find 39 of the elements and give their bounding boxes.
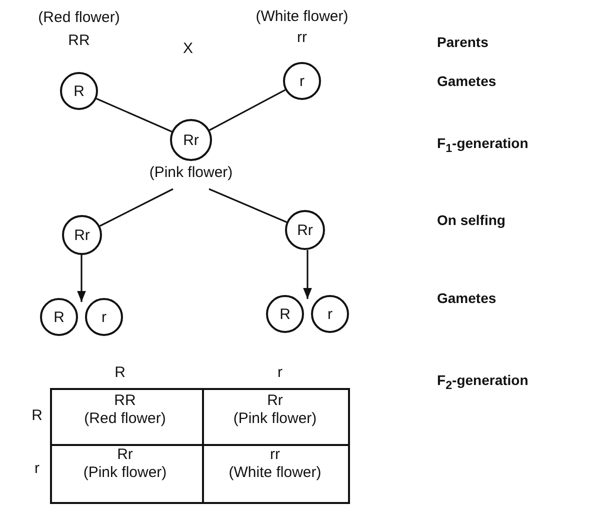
allele-circle: R	[60, 72, 98, 110]
stage-label: F$_{2}$-generation	[437, 372, 528, 392]
allele-circle: r	[85, 298, 123, 336]
allele-circle: R	[40, 298, 78, 336]
allele-circle: Rr	[285, 210, 325, 250]
stage-label: Gametes	[437, 290, 496, 306]
connector-line	[208, 188, 287, 223]
punnett-cell-text: Rr	[267, 392, 283, 409]
genotype-label: RR	[68, 32, 90, 49]
punnett-cell-text: (Red flower)	[84, 410, 166, 427]
punnett-cell-text: rr	[270, 446, 280, 463]
arrow	[303, 250, 312, 299]
allele-circle: Rr	[170, 119, 212, 161]
stage-label: Parents	[437, 34, 488, 50]
punnett-cell-text: Rr	[117, 446, 133, 463]
cross-sign: X	[183, 40, 193, 57]
punnett-cell-text: (Pink flower)	[233, 410, 317, 427]
gamete-label: r	[34, 460, 40, 477]
allele-circle: r	[311, 295, 349, 333]
phenotype-label: (Red flower)	[38, 9, 120, 26]
allele-circle: Rr	[62, 215, 102, 255]
arrow	[77, 255, 86, 302]
punnett-cell-text: RR	[114, 392, 136, 409]
gamete-label: R	[114, 364, 126, 381]
genotype-label: rr	[297, 29, 307, 46]
gamete-label: r	[278, 364, 282, 381]
connector-line	[100, 188, 174, 227]
connector-line	[96, 98, 172, 132]
punnett-cell-text: (Pink flower)	[83, 464, 167, 481]
phenotype-label: (White flower)	[256, 8, 348, 25]
stage-label: On selfing	[437, 212, 506, 228]
phenotype-label: (Pink flower)	[149, 164, 233, 181]
allele-circle: r	[283, 62, 321, 100]
gamete-label: R	[32, 407, 42, 424]
stage-label: Gametes	[437, 73, 496, 89]
punnett-cell-text: (White flower)	[228, 464, 322, 481]
connector-line	[209, 89, 286, 131]
allele-circle: R	[266, 295, 304, 333]
stage-label: F$_{1}$-generation	[437, 135, 528, 155]
